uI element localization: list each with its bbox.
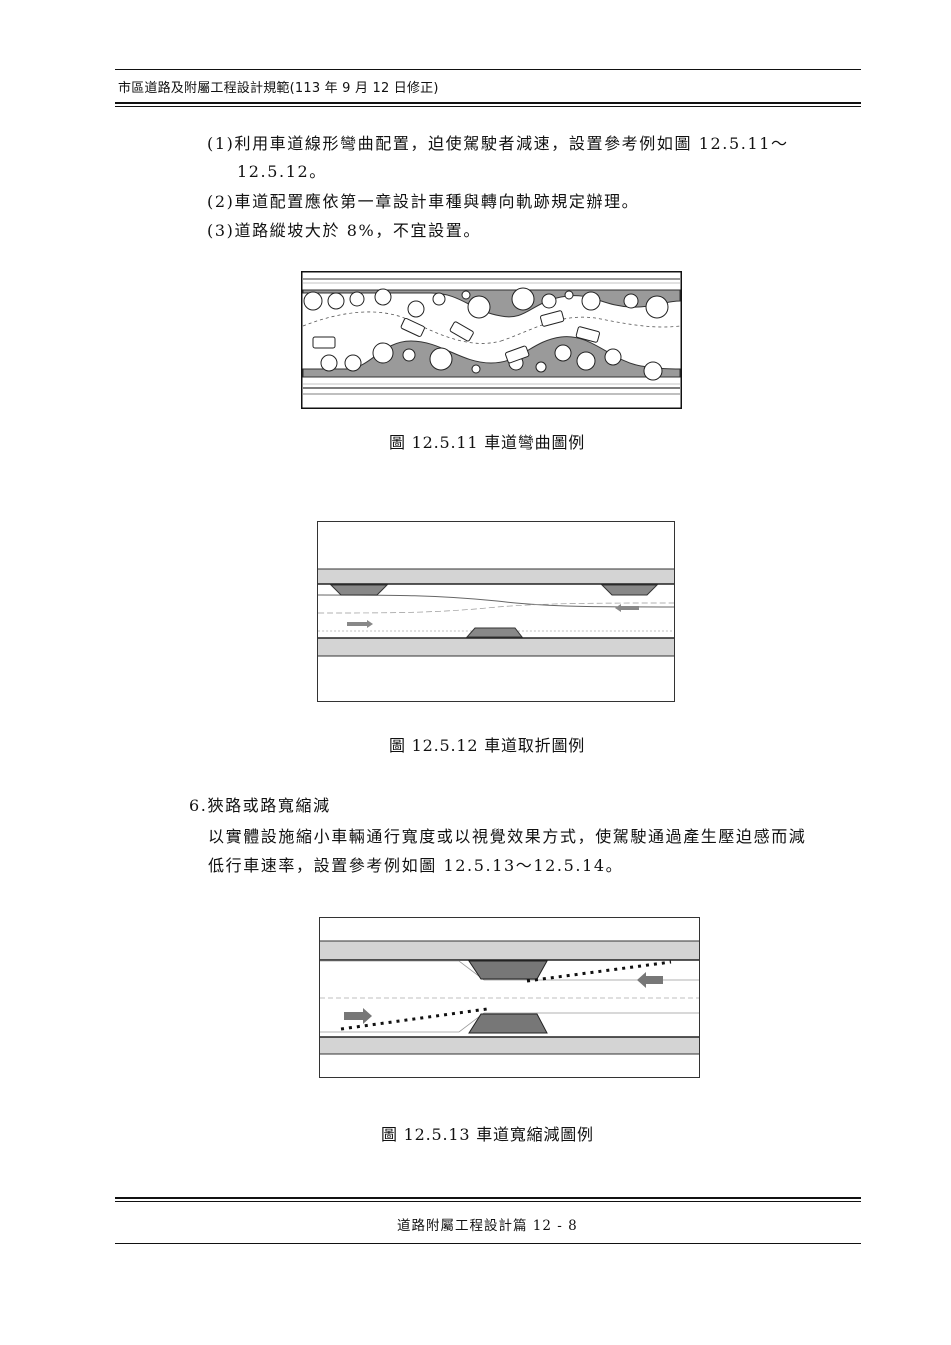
- caption-fig-12-5-12: 圖 12.5.12 車道取折圖例: [389, 736, 586, 755]
- footer-rule-thick: [115, 1197, 861, 1199]
- item-1-line-2: 12.5.12。: [237, 162, 327, 181]
- section-6-line-1: 以實體設施縮小車輛通行寬度或以視覺效果方式，使駕駛通過產生壓迫感而減: [208, 827, 807, 846]
- section-6-heading: 6.狹路或路寬縮減: [189, 796, 331, 815]
- item-3: (3)道路縱坡大於 8%，不宜設置。: [207, 221, 481, 240]
- header-rule-top: [115, 69, 861, 70]
- caption-fig-12-5-11: 圖 12.5.11 車道彎曲圖例: [389, 433, 586, 452]
- caption-fig-12-5-13: 圖 12.5.13 車道寬縮減圖例: [381, 1125, 594, 1144]
- section-6-line-2: 低行車速率，設置參考例如圖 12.5.13～12.5.14。: [208, 856, 624, 875]
- header-title: 市區道路及附屬工程設計規範(113 年 9 月 12 日修正): [118, 81, 439, 96]
- figure-lane-curve: [301, 271, 682, 409]
- footer-page-label: 道路附屬工程設計篇 12 - 8: [397, 1218, 578, 1234]
- figure-lane-shift: [317, 521, 675, 702]
- header-rule-thick: [115, 102, 861, 104]
- item-1-line-1: (1)利用車道線形彎曲配置，迫使駕駛者減速，設置參考例如圖 12.5.11～: [207, 134, 789, 153]
- figure-lane-narrowing: [319, 917, 700, 1078]
- footer-rule-bottom: [115, 1243, 861, 1244]
- item-2: (2)車道配置應依第一章設計車種與轉向軌跡規定辦理。: [207, 192, 640, 211]
- header-rule-thin: [115, 106, 861, 107]
- footer-rule-thin: [115, 1201, 861, 1202]
